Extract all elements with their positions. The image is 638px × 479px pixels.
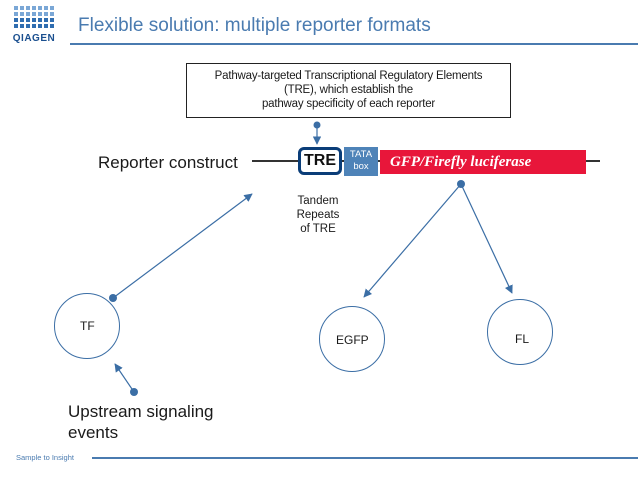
- upstream-signaling-label: Upstream signaling events: [68, 401, 214, 443]
- tre-description-line1: Pathway-targeted Transcriptional Regulat…: [214, 70, 483, 82]
- tf-node: [54, 293, 120, 359]
- tre-description-box: Pathway-targeted Transcriptional Regulat…: [186, 63, 511, 118]
- upstream-line2: events: [68, 423, 119, 442]
- tandem-line3: of TRE: [300, 223, 336, 235]
- upstream-line1: Upstream signaling: [68, 402, 214, 421]
- tandem-line1: Tandem: [297, 195, 339, 207]
- fl-node: [487, 299, 553, 365]
- tre-box-arrow-dot: [313, 121, 321, 129]
- tre-description-line3: pathway specificity of each reporter: [261, 98, 436, 110]
- footer-divider: [92, 457, 638, 459]
- tata-label: TATA: [349, 149, 373, 160]
- logo-dots-icon: [14, 6, 54, 28]
- upstream-to-tf-arrow: [114, 363, 135, 393]
- reporter-arrow-dot: [457, 180, 465, 188]
- tre-description-line2: (TRE), which establish the: [283, 84, 413, 96]
- fl-node-label: FL: [515, 332, 530, 346]
- footer-tagline: Sample to Insight: [16, 453, 74, 462]
- tandem-repeats-label: Tandem Repeats of TRE: [286, 194, 350, 236]
- egfp-node: [319, 306, 385, 372]
- title-divider: [70, 43, 638, 45]
- tata-box-label: box: [353, 161, 369, 172]
- egfp-node-label: EGFP: [336, 333, 369, 347]
- logo-text: QIAGEN: [12, 33, 56, 44]
- reporter-construct-label: Reporter construct: [98, 153, 238, 172]
- tf-node-label: TF: [80, 319, 95, 333]
- tre-element: TRE: [298, 147, 342, 175]
- tf-to-construct-arrow: [112, 193, 253, 299]
- reporter-to-fl-arrow: [460, 183, 513, 294]
- tata-box-element: TATA box: [344, 147, 378, 176]
- tf-arrow-dot: [109, 294, 117, 302]
- upstream-arrow-dot: [130, 388, 138, 396]
- reporter-to-egfp-arrow: [363, 183, 462, 298]
- qiagen-logo: QIAGEN: [8, 6, 60, 46]
- reporter-gene-element: GFP/Firefly luciferase: [380, 150, 586, 174]
- tandem-line2: Repeats: [296, 209, 340, 221]
- slide-title: Flexible solution: multiple reporter for…: [78, 15, 431, 36]
